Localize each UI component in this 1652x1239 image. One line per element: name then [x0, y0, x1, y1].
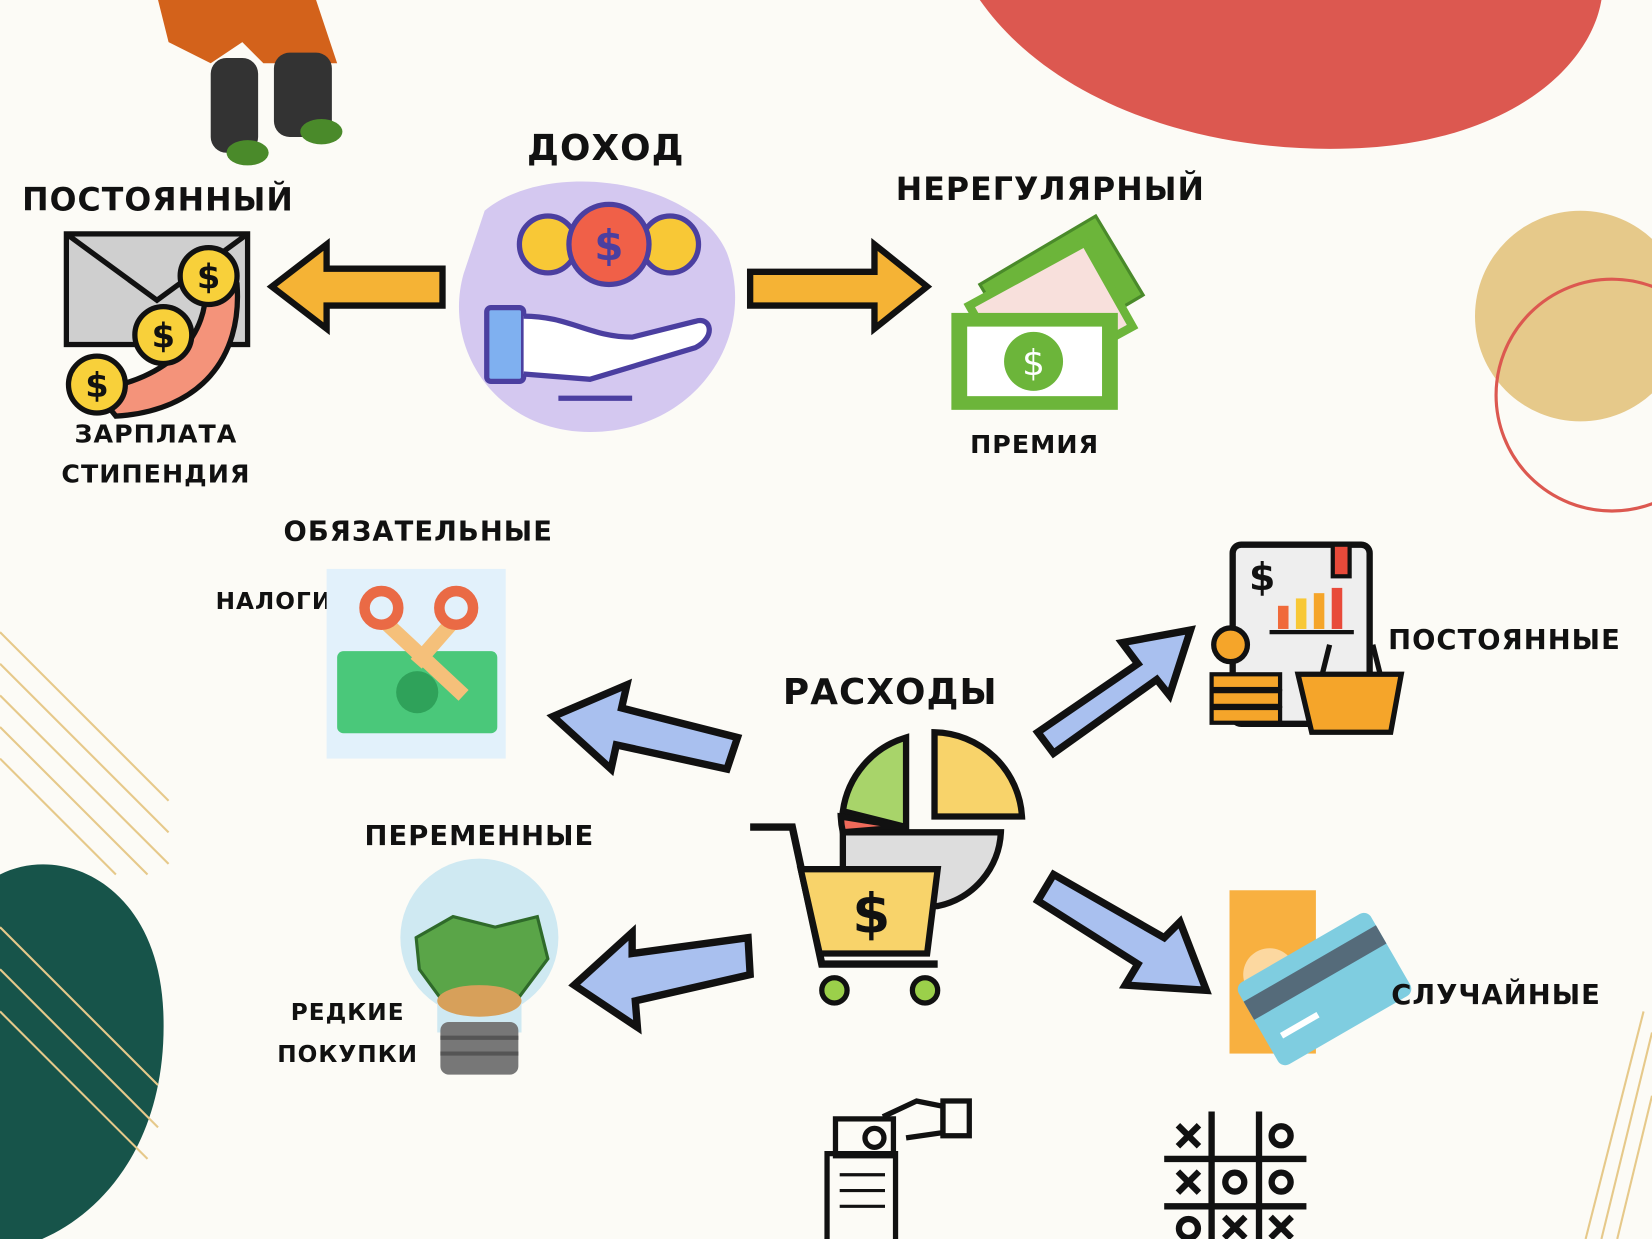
bonus-money-icon: $ — [951, 213, 1146, 410]
red-blob-decoration — [979, 0, 1602, 149]
bonus-label: ПРЕМИЯ — [970, 430, 1099, 459]
stripes-decoration — [0, 631, 1652, 1239]
svg-text:$: $ — [594, 221, 623, 270]
random-title: СЛУЧАЙНЫЕ — [1391, 979, 1601, 1011]
taxes-label: НАЛОГИ — [216, 588, 333, 615]
fixed-expenses-report-icon: $ — [1209, 541, 1405, 735]
income-hand-coins-icon: $ — [458, 181, 736, 432]
arrow-fixed — [1032, 625, 1196, 759]
shopping-cart-pie-icon: $ — [750, 728, 1026, 1006]
taxes-scissors-money-icon — [326, 568, 506, 759]
arrow-variable — [568, 924, 755, 1035]
svg-text:$: $ — [152, 317, 175, 356]
fixed-title: ПОСТОЯННЫЕ — [1388, 625, 1621, 656]
irregular-income-title: НЕРЕГУЛЯРНЫЙ — [896, 170, 1205, 208]
rare-label: РЕДКИЕ — [291, 999, 405, 1026]
arrow-right-irregular — [746, 237, 933, 336]
mustard-circle-decoration — [1475, 210, 1652, 422]
purchases-label: ПОКУПКИ — [277, 1041, 418, 1068]
svg-text:$: $ — [1022, 343, 1045, 384]
arrow-random — [1032, 869, 1212, 995]
character-legs-decoration — [158, 0, 343, 166]
arrow-left-regular — [266, 238, 446, 336]
arrow-mandatory — [546, 678, 743, 777]
svg-text:$: $ — [197, 258, 220, 297]
random-expenses-card-icon — [1229, 890, 1412, 1066]
regular-income-title: ПОСТОЯННЫЙ — [22, 181, 294, 219]
svg-text:$: $ — [1249, 555, 1275, 599]
expenses-title: РАСХОДЫ — [783, 672, 998, 713]
tic-tac-toe-icon — [1164, 1111, 1307, 1239]
red-ring-decoration — [1494, 277, 1652, 513]
lightbulb-money-icon — [400, 858, 559, 1075]
svg-text:$: $ — [852, 881, 890, 945]
salary-envelope-icon: $ $ $ — [63, 231, 251, 419]
receipt-payment-icon — [824, 1098, 972, 1239]
salary-label: ЗАРПЛАТА — [74, 420, 237, 449]
income-title: ДОХОД — [527, 128, 685, 169]
svg-text:$: $ — [85, 366, 108, 405]
variable-title: ПЕРЕМЕННЫЕ — [365, 821, 595, 852]
stipend-label: СТИПЕНДИЯ — [61, 460, 250, 489]
mandatory-title: ОБЯЗАТЕЛЬНЫЕ — [284, 516, 553, 547]
